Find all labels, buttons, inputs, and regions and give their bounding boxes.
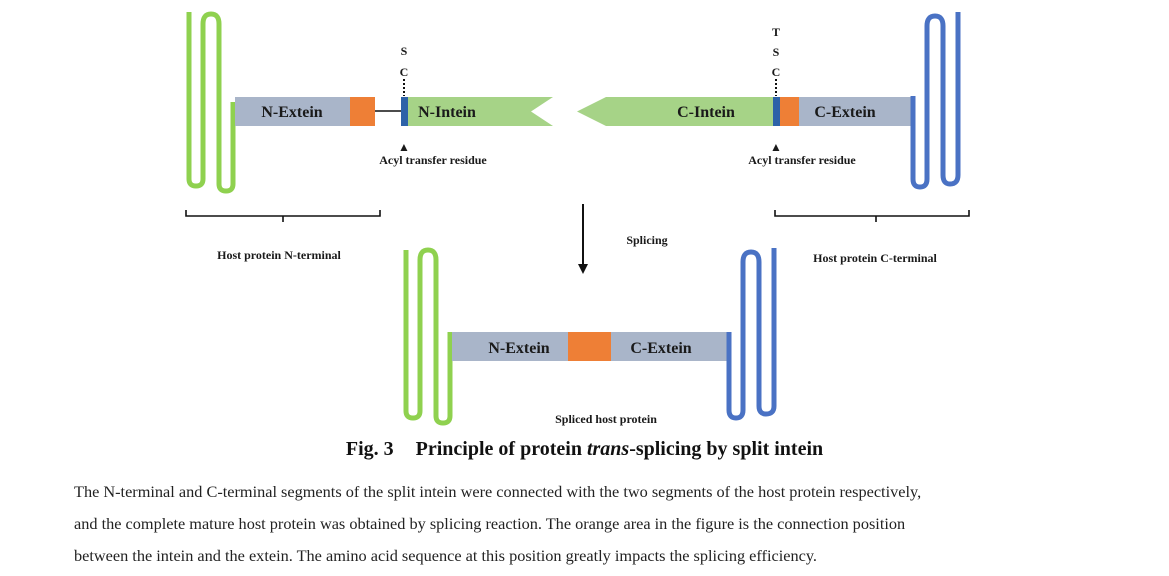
host-c-label: Host protein C-terminal [813,251,937,265]
n-extein-label-top: N-Extein [261,104,322,121]
c-cys-marker [773,97,780,126]
residue-stack-right: T S C [772,25,781,96]
n-junction-top [350,97,375,126]
acyl-arrow-right: ▲ [770,140,782,154]
n-extein-label-bottom: N-Extein [488,340,549,357]
c-host-helix-bottom [726,248,777,421]
host-c-bracket [774,210,970,222]
figure-caption: Fig. 3 Principle of protein trans-splicin… [0,438,1169,461]
spliced-protein-label: Spliced host protein [555,412,657,426]
c-extein-bar-bottom [611,332,727,361]
c-intein-arrow [577,97,773,126]
n-cys-marker [401,97,408,126]
n-extein-bar-top [235,97,350,126]
acyl-arrow-left: ▲ [398,140,410,154]
residue-left-c: C [400,65,409,79]
acyl-label-left: Acyl transfer residue [379,153,487,167]
caption-text-after: -splicing by split intein [629,438,824,460]
c-intein-label: C-Intein [677,104,735,121]
caption-text-italic: trans [586,438,630,460]
n-host-helix-bottom [403,247,453,426]
n-intein-label: N-Intein [418,104,476,121]
n-extein-bar-bottom [452,332,568,361]
splicing-label: Splicing [626,233,667,247]
n-host-helix-top [186,11,236,194]
residue-right-s: S [773,45,780,59]
n-intein-arrow [408,97,553,126]
description-line-2: and the complete mature host protein was… [74,514,906,533]
c-extein-label-top: C-Extein [814,104,875,121]
residue-left-s: S [401,44,408,58]
figure-number: Fig. 3 [345,438,394,460]
host-n-bracket [185,210,381,222]
splicing-arrow-head [578,264,588,274]
acyl-label-right: Acyl transfer residue [748,153,856,167]
residue-stack-left: S C [400,44,409,96]
c-extein-label-bottom: C-Extein [630,340,691,357]
residue-right-c: C [772,65,781,79]
host-n-label: Host protein N-terminal [217,248,341,262]
c-junction-top [780,97,799,126]
residue-right-t: T [772,25,780,39]
description-line-3: between the intein and the extein. The a… [74,546,817,565]
description-line-1: The N-terminal and C-terminal segments o… [74,482,922,501]
junction-bottom [568,332,611,361]
splicing-diagram: N-Extein N-Intein S C ▲ Acyl transfer re… [185,11,970,426]
figure-description: The N-terminal and C-terminal segments o… [74,476,1094,572]
c-host-helix-top [910,12,961,190]
c-extein-bar-top [799,97,911,126]
caption-text-before: Principle of protein [415,438,587,460]
